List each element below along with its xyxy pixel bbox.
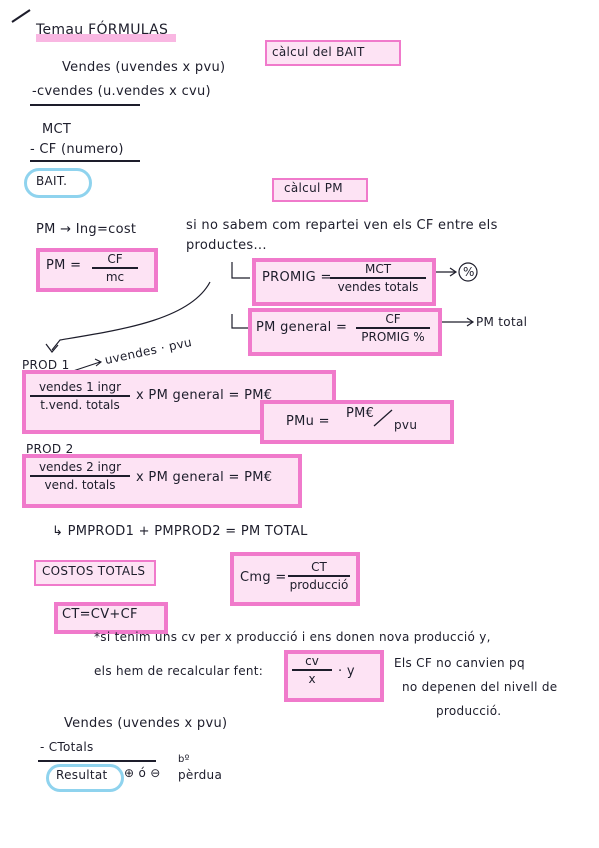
- promig-fraction: MCT vendes totals: [330, 262, 426, 294]
- result-sign: ⊕ ó ⊖: [124, 766, 161, 780]
- cmg-den: producció: [289, 577, 349, 592]
- prod2-bar: [30, 475, 130, 477]
- pm-formula-fraction: CF mc: [92, 252, 138, 284]
- promig-lhs: PROMIG =: [262, 270, 332, 285]
- pm-sum: ↳ PMPROD1 + PMPROD2 = PM TOTAL: [52, 524, 308, 539]
- pm-heading-box: [272, 178, 368, 202]
- recalc-mult: · y: [338, 664, 355, 679]
- percent-symbol: %: [463, 265, 475, 279]
- general-den: PROMIG %: [361, 329, 425, 344]
- prod1-num: vendes 1 ingr: [38, 380, 122, 394]
- bait-heading: càlcul del BAIT: [272, 45, 365, 59]
- pmu-num: PM€: [346, 406, 375, 421]
- result-label: Resultat: [56, 768, 108, 782]
- prod1-rhs: x PM general = PM€: [136, 388, 273, 403]
- bait-mct: MCT: [42, 122, 72, 137]
- promig-num: MCT: [364, 262, 392, 276]
- l-mark-general: [231, 314, 248, 329]
- prod1-den: t.vend. totals: [40, 397, 120, 412]
- pmu-box: [260, 400, 454, 444]
- recalc-box: [284, 650, 384, 702]
- pm-formula-bar: [92, 267, 138, 269]
- bait-heading-box: [265, 40, 401, 66]
- ct-formula-box: [54, 602, 168, 634]
- costs-note-line-2: els hem de recalcular fent:: [94, 664, 264, 678]
- l-mark-promig: [231, 262, 250, 279]
- costs-heading: COSTOS TOTALS: [42, 564, 146, 578]
- prod1-label: PROD 1: [22, 358, 70, 372]
- general-box: [248, 308, 442, 356]
- pm-formula-lhs: PM =: [46, 258, 82, 273]
- pen-stroke: [11, 9, 31, 23]
- costs-side-line-1: Els CF no canvien pq: [394, 656, 525, 670]
- general-num: CF: [385, 312, 401, 326]
- branch-arrowhead: [45, 343, 59, 353]
- prod2-num: vendes 2 ingr: [38, 460, 122, 474]
- result-oval: [46, 764, 124, 792]
- bait-line-2: -cvendes (u.vendes x cvu): [32, 84, 211, 99]
- pm-intro: PM → Ing=cost: [36, 222, 137, 237]
- pm-formula-den: mc: [105, 269, 125, 284]
- promig-bar: [330, 277, 426, 279]
- costs-heading-box: [34, 560, 156, 586]
- bait-rule-2: [30, 160, 140, 162]
- promig-box: [252, 258, 436, 306]
- pmu-den: pvu: [394, 418, 418, 432]
- promig-den: vendes totals: [337, 279, 419, 294]
- ct-formula: CT=CV+CF: [62, 607, 138, 622]
- pm-formula-num: CF: [107, 252, 123, 266]
- pm-formula-box: [36, 248, 158, 292]
- recalc-den: x: [308, 671, 316, 686]
- page-title: Temau FÓRMULAS: [36, 22, 169, 38]
- cmg-bar: [288, 575, 350, 577]
- bait-rule-1: [30, 104, 140, 106]
- recalc-bar: [292, 669, 332, 671]
- general-arrow-label: PM total: [476, 315, 528, 329]
- general-bar: [356, 327, 430, 329]
- pm-note-line-2: productes...: [186, 238, 267, 253]
- general-arrow: [440, 317, 475, 327]
- cmg-lhs: Cmg =: [240, 570, 287, 585]
- general-fraction: CF PROMIG %: [356, 312, 430, 344]
- recalc-num: cv: [305, 654, 319, 668]
- costs-side-line-2: no depenen del nivell de: [402, 680, 558, 694]
- general-lhs: PM general =: [256, 320, 348, 335]
- prod2-rhs: x PM general = PM€: [136, 470, 273, 485]
- result-suffix-bottom: pèrdua: [178, 768, 223, 782]
- pm-note-line-1: si no sabem com repartei ven els CF entr…: [186, 218, 498, 233]
- branch-arrow-prod1: [51, 281, 211, 351]
- costs-note-line-1: *si tenim uns cv per x producció i ens d…: [94, 630, 491, 644]
- prod1-fraction: vendes 1 ingr t.vend. totals: [30, 380, 130, 412]
- result-line-2: - CTotals: [40, 740, 94, 754]
- result-suffix-top: bº: [178, 754, 190, 765]
- bait-result: BAIT.: [36, 174, 68, 188]
- prod2-fraction: vendes 2 ingr vend. totals: [30, 460, 130, 492]
- recalc-fraction: cv x: [292, 654, 332, 686]
- prod2-label: PROD 2: [26, 442, 74, 456]
- pmu-slash: [373, 409, 393, 427]
- prod1-bar: [30, 395, 130, 397]
- result-line-1: Vendes (uvendes x pvu): [64, 716, 228, 731]
- percent-circle: [458, 262, 478, 282]
- result-rule: [38, 760, 156, 762]
- bait-result-oval: [24, 168, 92, 198]
- bait-cf: - CF (numero): [30, 142, 124, 157]
- title-highlight: [36, 34, 176, 42]
- bait-line-1: Vendes (uvendes x pvu): [62, 60, 226, 75]
- prod2-box: [22, 454, 302, 508]
- costs-side-line-3: producció.: [436, 704, 502, 718]
- pm-heading: càlcul PM: [284, 181, 343, 195]
- pmu-lhs: PMu =: [286, 414, 330, 429]
- cmg-fraction: CT producció: [288, 560, 350, 592]
- prod2-den: vend. totals: [44, 477, 116, 492]
- cmg-box: [230, 552, 360, 606]
- cmg-num: CT: [311, 560, 327, 574]
